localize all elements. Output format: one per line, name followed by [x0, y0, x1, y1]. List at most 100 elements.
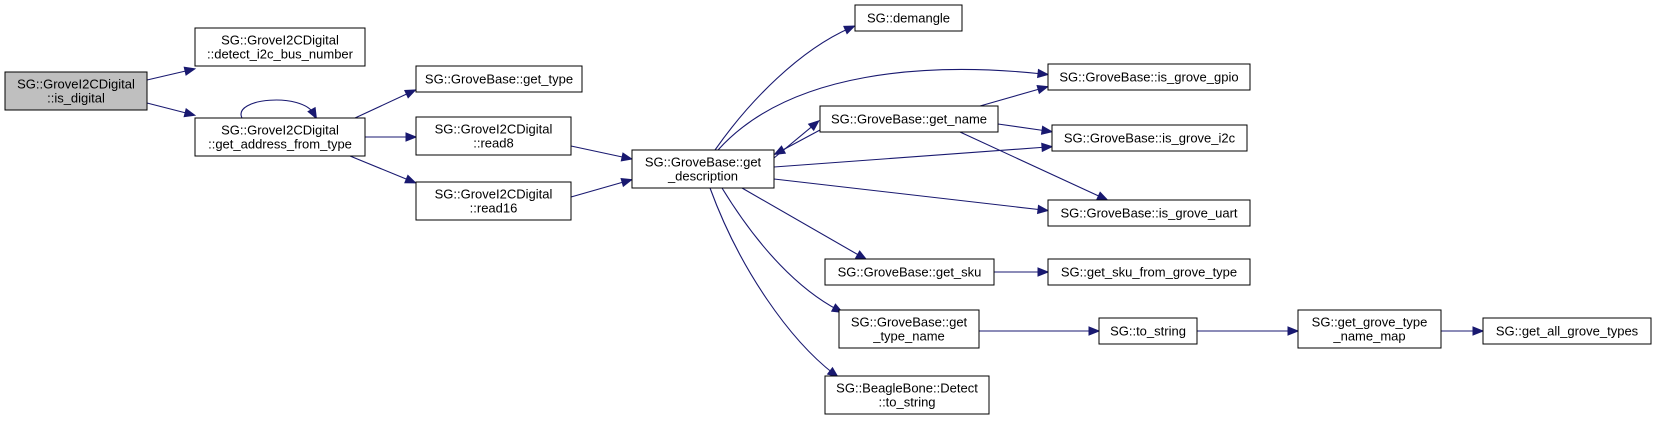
node-get-type[interactable]: SG::GroveBase::get_type [415, 65, 583, 93]
node-label-line: SG::get_sku_from_grove_type [1061, 265, 1237, 280]
edge-get_description-to-get_type_name [721, 187, 844, 313]
edge-get_sku-to-get_sku_from_grove_type [994, 267, 1050, 277]
node-label-line: SG::get_all_grove_types [1496, 324, 1639, 339]
node-box[interactable] [415, 65, 583, 93]
node-is-grove-i2c[interactable]: SG::GroveBase::is_grove_i2c [1051, 124, 1248, 152]
node-box[interactable] [4, 71, 148, 111]
edge-get_description-to-is_grove_gpio [717, 68, 1050, 151]
node-box[interactable] [194, 117, 366, 157]
node-label-line: SG::GroveBase::is_grove_gpio [1059, 70, 1238, 85]
arrowhead-icon [404, 89, 417, 99]
node-to-string[interactable]: SG::to_string [1098, 317, 1198, 345]
node-box[interactable] [1482, 317, 1652, 345]
node-box[interactable] [824, 258, 995, 286]
node-box[interactable] [824, 375, 990, 415]
node-box[interactable] [631, 149, 775, 189]
node-box[interactable] [838, 309, 980, 349]
arrowhead-icon [843, 25, 856, 35]
node-get-sku-from-grove-type[interactable]: SG::get_sku_from_grove_type [1047, 258, 1251, 286]
arrowhead-icon [1472, 326, 1485, 336]
node-label-line: ::read16 [470, 201, 518, 216]
edge-get_name-to-is_grove_gpio [979, 84, 1050, 107]
node-bb-to-string[interactable]: SG::BeagleBone::Detect::to_string [824, 375, 990, 415]
edge-get_description-to-is_grove_i2c [773, 142, 1054, 168]
node-box[interactable] [1297, 309, 1442, 349]
node-label-line: _description [667, 169, 738, 184]
arrowhead-icon [620, 177, 634, 188]
arrowhead-icon [1088, 326, 1101, 336]
node-get-description[interactable]: SG::GroveBase::get_description [631, 149, 775, 189]
node-box[interactable] [1051, 124, 1248, 152]
arrowhead-icon [1040, 125, 1054, 135]
node-get-type-name[interactable]: SG::GroveBase::get_type_name [838, 309, 980, 349]
edge-get_name-to-is_grove_i2c [997, 123, 1054, 135]
node-box[interactable] [194, 27, 366, 67]
node-label-line: ::read8 [473, 136, 513, 151]
node-box[interactable] [854, 4, 963, 32]
arrowhead-icon [405, 132, 418, 142]
node-demangle[interactable]: SG::demangle [854, 4, 963, 32]
arrowhead-icon [1287, 326, 1300, 336]
node-label-line: SG::get_grove_type [1312, 315, 1428, 330]
edges-layer [146, 25, 1485, 378]
node-label-line: SG::GroveBase::get_type [425, 72, 573, 87]
arrowhead-icon [854, 250, 868, 261]
edge-line [570, 145, 628, 159]
edge-to_string-to-get_grove_type_name_map [1197, 326, 1300, 336]
node-label-line: SG::GroveBase::get_name [831, 112, 987, 127]
edge-get_description-to-is_grove_uart [773, 178, 1050, 215]
node-label-line: SG::to_string [1110, 324, 1186, 339]
arrowhead-icon [1037, 267, 1050, 277]
node-label-line: _type_name [872, 329, 945, 344]
node-get-sku[interactable]: SG::GroveBase::get_sku [824, 258, 995, 286]
node-box[interactable] [819, 105, 999, 133]
node-read8[interactable]: SG::GroveI2CDigital::read8 [415, 116, 572, 156]
edge-get_description-to-get_sku [741, 187, 868, 261]
edge-line [979, 87, 1044, 107]
node-label-line: SG::GroveBase::is_grove_i2c [1064, 131, 1236, 146]
node-get-name[interactable]: SG::GroveBase::get_name [819, 105, 999, 133]
node-label-line: ::get_address_from_type [208, 137, 352, 152]
edge-line [240, 99, 315, 119]
node-box[interactable] [1047, 63, 1251, 91]
edge-get_address_from_type-to-get_address_from_type [240, 99, 318, 120]
arrowhead-icon [1036, 84, 1050, 95]
edge-line [959, 131, 1104, 199]
edge-get_description-to-bb_to_string [709, 187, 840, 378]
edge-get_name-to-get_description [773, 129, 821, 156]
nodes-layer: SG::GroveI2CDigital::is_digitalSG::Grove… [4, 4, 1652, 415]
edge-get_address_from_type-to-get_type [354, 89, 417, 119]
node-label-line: ::is_digital [47, 91, 105, 106]
node-label-line: SG::BeagleBone::Detect [836, 381, 978, 396]
node-is-grove-gpio[interactable]: SG::GroveBase::is_grove_gpio [1047, 63, 1251, 91]
node-is-digital[interactable]: SG::GroveI2CDigital::is_digital [4, 71, 148, 111]
node-get-address-from-type[interactable]: SG::GroveI2CDigital::get_address_from_ty… [194, 117, 366, 157]
node-get-grove-type-name-map[interactable]: SG::get_grove_type_name_map [1297, 309, 1442, 349]
edge-read8-to-get_description [570, 145, 634, 162]
node-box[interactable] [415, 116, 572, 156]
edge-line [354, 91, 412, 119]
node-box[interactable] [415, 181, 572, 221]
node-box[interactable] [1047, 199, 1251, 227]
node-read16[interactable]: SG::GroveI2CDigital::read16 [415, 181, 572, 221]
arrowhead-icon [1037, 68, 1050, 79]
edge-is_digital-to-detect_i2c_bus_number [146, 66, 197, 81]
node-label-line: SG::GroveBase::is_grove_uart [1060, 206, 1237, 221]
node-is-grove-uart[interactable]: SG::GroveBase::is_grove_uart [1047, 199, 1251, 227]
edge-is_digital-to-get_address_from_type [146, 102, 197, 118]
arrowhead-icon [620, 152, 634, 162]
node-detect-i2c-bus-number[interactable]: SG::GroveI2CDigital::detect_i2c_bus_numb… [194, 27, 366, 67]
node-label-line: SG::demangle [867, 11, 950, 26]
node-get-all-grove-types[interactable]: SG::get_all_grove_types [1482, 317, 1652, 345]
node-label-line: SG::GroveI2CDigital [17, 77, 135, 92]
edge-get_description-to-demangle [714, 25, 856, 151]
arrowhead-icon [807, 119, 820, 132]
arrowhead-icon [404, 174, 417, 184]
node-box[interactable] [1047, 258, 1251, 286]
node-box[interactable] [1098, 317, 1198, 345]
node-label-line: ::to_string [878, 395, 935, 410]
edge-get_grove_type_name_map-to-get_all_grove_types [1441, 326, 1485, 336]
edge-get_address_from_type-to-read8 [365, 132, 418, 142]
node-label-line: SG::GroveI2CDigital [435, 187, 553, 202]
arrowhead-icon [1041, 142, 1054, 153]
